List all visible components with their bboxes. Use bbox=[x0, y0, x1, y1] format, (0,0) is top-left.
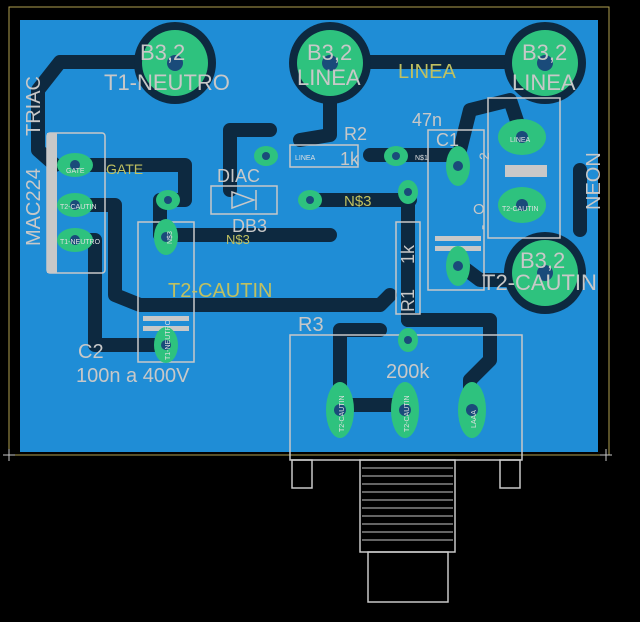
neon-bar bbox=[505, 165, 547, 177]
pad-label-r3-c: LAAA bbox=[471, 410, 478, 428]
silkscreen bbox=[46, 97, 561, 603]
pad-label-linea: LINEA bbox=[295, 155, 316, 162]
c1-plate-a bbox=[435, 236, 481, 241]
pad-label-gate: GATE bbox=[66, 168, 85, 175]
via-holes bbox=[70, 55, 553, 416]
r3-leg-left bbox=[291, 459, 313, 489]
r1-name: R1 bbox=[398, 289, 418, 312]
net-labels: LINEA GATE N$3 N$3 T2-CAUTIN bbox=[106, 61, 456, 302]
r3-value: 200k bbox=[386, 361, 430, 383]
diac-value: DB3 bbox=[232, 216, 267, 236]
r3-leg-right bbox=[499, 459, 521, 489]
pad-label-n1: N$1 bbox=[415, 155, 428, 162]
c1-num: 2 bbox=[476, 152, 492, 160]
mount-linea2-sublabel: LINEA bbox=[512, 70, 576, 95]
trace-t2 bbox=[68, 198, 397, 312]
r3-knob bbox=[367, 551, 449, 603]
gate-net-label: GATE bbox=[106, 161, 143, 177]
r2-value: 1k bbox=[340, 149, 360, 169]
triac-tab bbox=[47, 133, 57, 273]
triac-name: MAC224 bbox=[23, 168, 45, 246]
pad-label-neon-b: T2-CAUTIN bbox=[502, 206, 539, 213]
mount-linea1-sublabel: LINEA bbox=[297, 65, 361, 90]
mount-linea1-label: B3,2 bbox=[307, 40, 352, 65]
origin-marks bbox=[3, 449, 612, 461]
r2-outline bbox=[289, 144, 359, 168]
mount-t1-label: B3,2 bbox=[140, 40, 185, 65]
t2-net-label: T2-CAUTIN bbox=[168, 280, 272, 302]
neon-o-label: O bbox=[473, 201, 485, 218]
diac-name: DIAC bbox=[217, 166, 260, 186]
mount-t1-sublabel: T1-NEUTRO bbox=[104, 70, 230, 95]
c1-value: 47n bbox=[412, 110, 442, 130]
ns3-label-a: N$3 bbox=[344, 193, 372, 210]
r1-value: 1k bbox=[398, 244, 418, 264]
pad-label-t1: T1-NEUTRO bbox=[60, 239, 101, 246]
c1-name: C1 bbox=[436, 130, 459, 150]
mount-cautin-label: B3,2 bbox=[520, 248, 565, 273]
c2-value: 100n a 400V bbox=[76, 365, 190, 387]
board-outline bbox=[8, 6, 610, 456]
pad-label-r3-a: T2-CAUTIN bbox=[339, 395, 346, 432]
pad-label-t2: T2-CAUTIN bbox=[60, 204, 97, 211]
c1-outline bbox=[427, 129, 485, 291]
trace-r3-a bbox=[333, 323, 387, 412]
r1-outline bbox=[395, 221, 421, 315]
neon-label: NEON bbox=[583, 152, 605, 210]
c2-name: C2 bbox=[78, 341, 104, 363]
component-labels: MAC224 TRIAC DIAC DB3 R2 1k 47n C1 - 2 N… bbox=[23, 76, 605, 387]
c1-neg: - bbox=[474, 225, 491, 230]
mount-labels: B3,2 T1-NEUTRO B3,2 LINEA B3,2 LINEA B3,… bbox=[104, 40, 597, 295]
r3-thread bbox=[362, 467, 453, 541]
mount-cautin-sublabel: T2-CAUTIN bbox=[482, 270, 597, 295]
pad-label-neon-a: LINEA bbox=[510, 137, 531, 144]
r2-name: R2 bbox=[344, 124, 367, 144]
trace-diac bbox=[223, 123, 277, 197]
neon-outline bbox=[487, 97, 561, 239]
pad-label-c2: T1-NEUTRO bbox=[165, 319, 172, 360]
r3-name: R3 bbox=[298, 314, 324, 336]
c2-plate-a bbox=[143, 316, 189, 321]
pad-label-r3-b: T2-CAUTIN bbox=[404, 395, 411, 432]
trace-t1 bbox=[31, 55, 182, 172]
pad-label-n3: N$3 bbox=[167, 231, 174, 244]
mount-linea2-label: B3,2 bbox=[522, 40, 567, 65]
diac-symbol bbox=[231, 190, 257, 210]
r3-shaft bbox=[359, 459, 456, 553]
triac-type: TRIAC bbox=[23, 76, 45, 136]
pad-labels: GATE T2-CAUTIN T1-NEUTRO LINEA N$1 N$3 L… bbox=[60, 137, 539, 432]
diac-outline bbox=[210, 185, 278, 215]
linea-net-label: LINEA bbox=[398, 61, 456, 83]
ns3-label-b: N$3 bbox=[226, 232, 250, 247]
